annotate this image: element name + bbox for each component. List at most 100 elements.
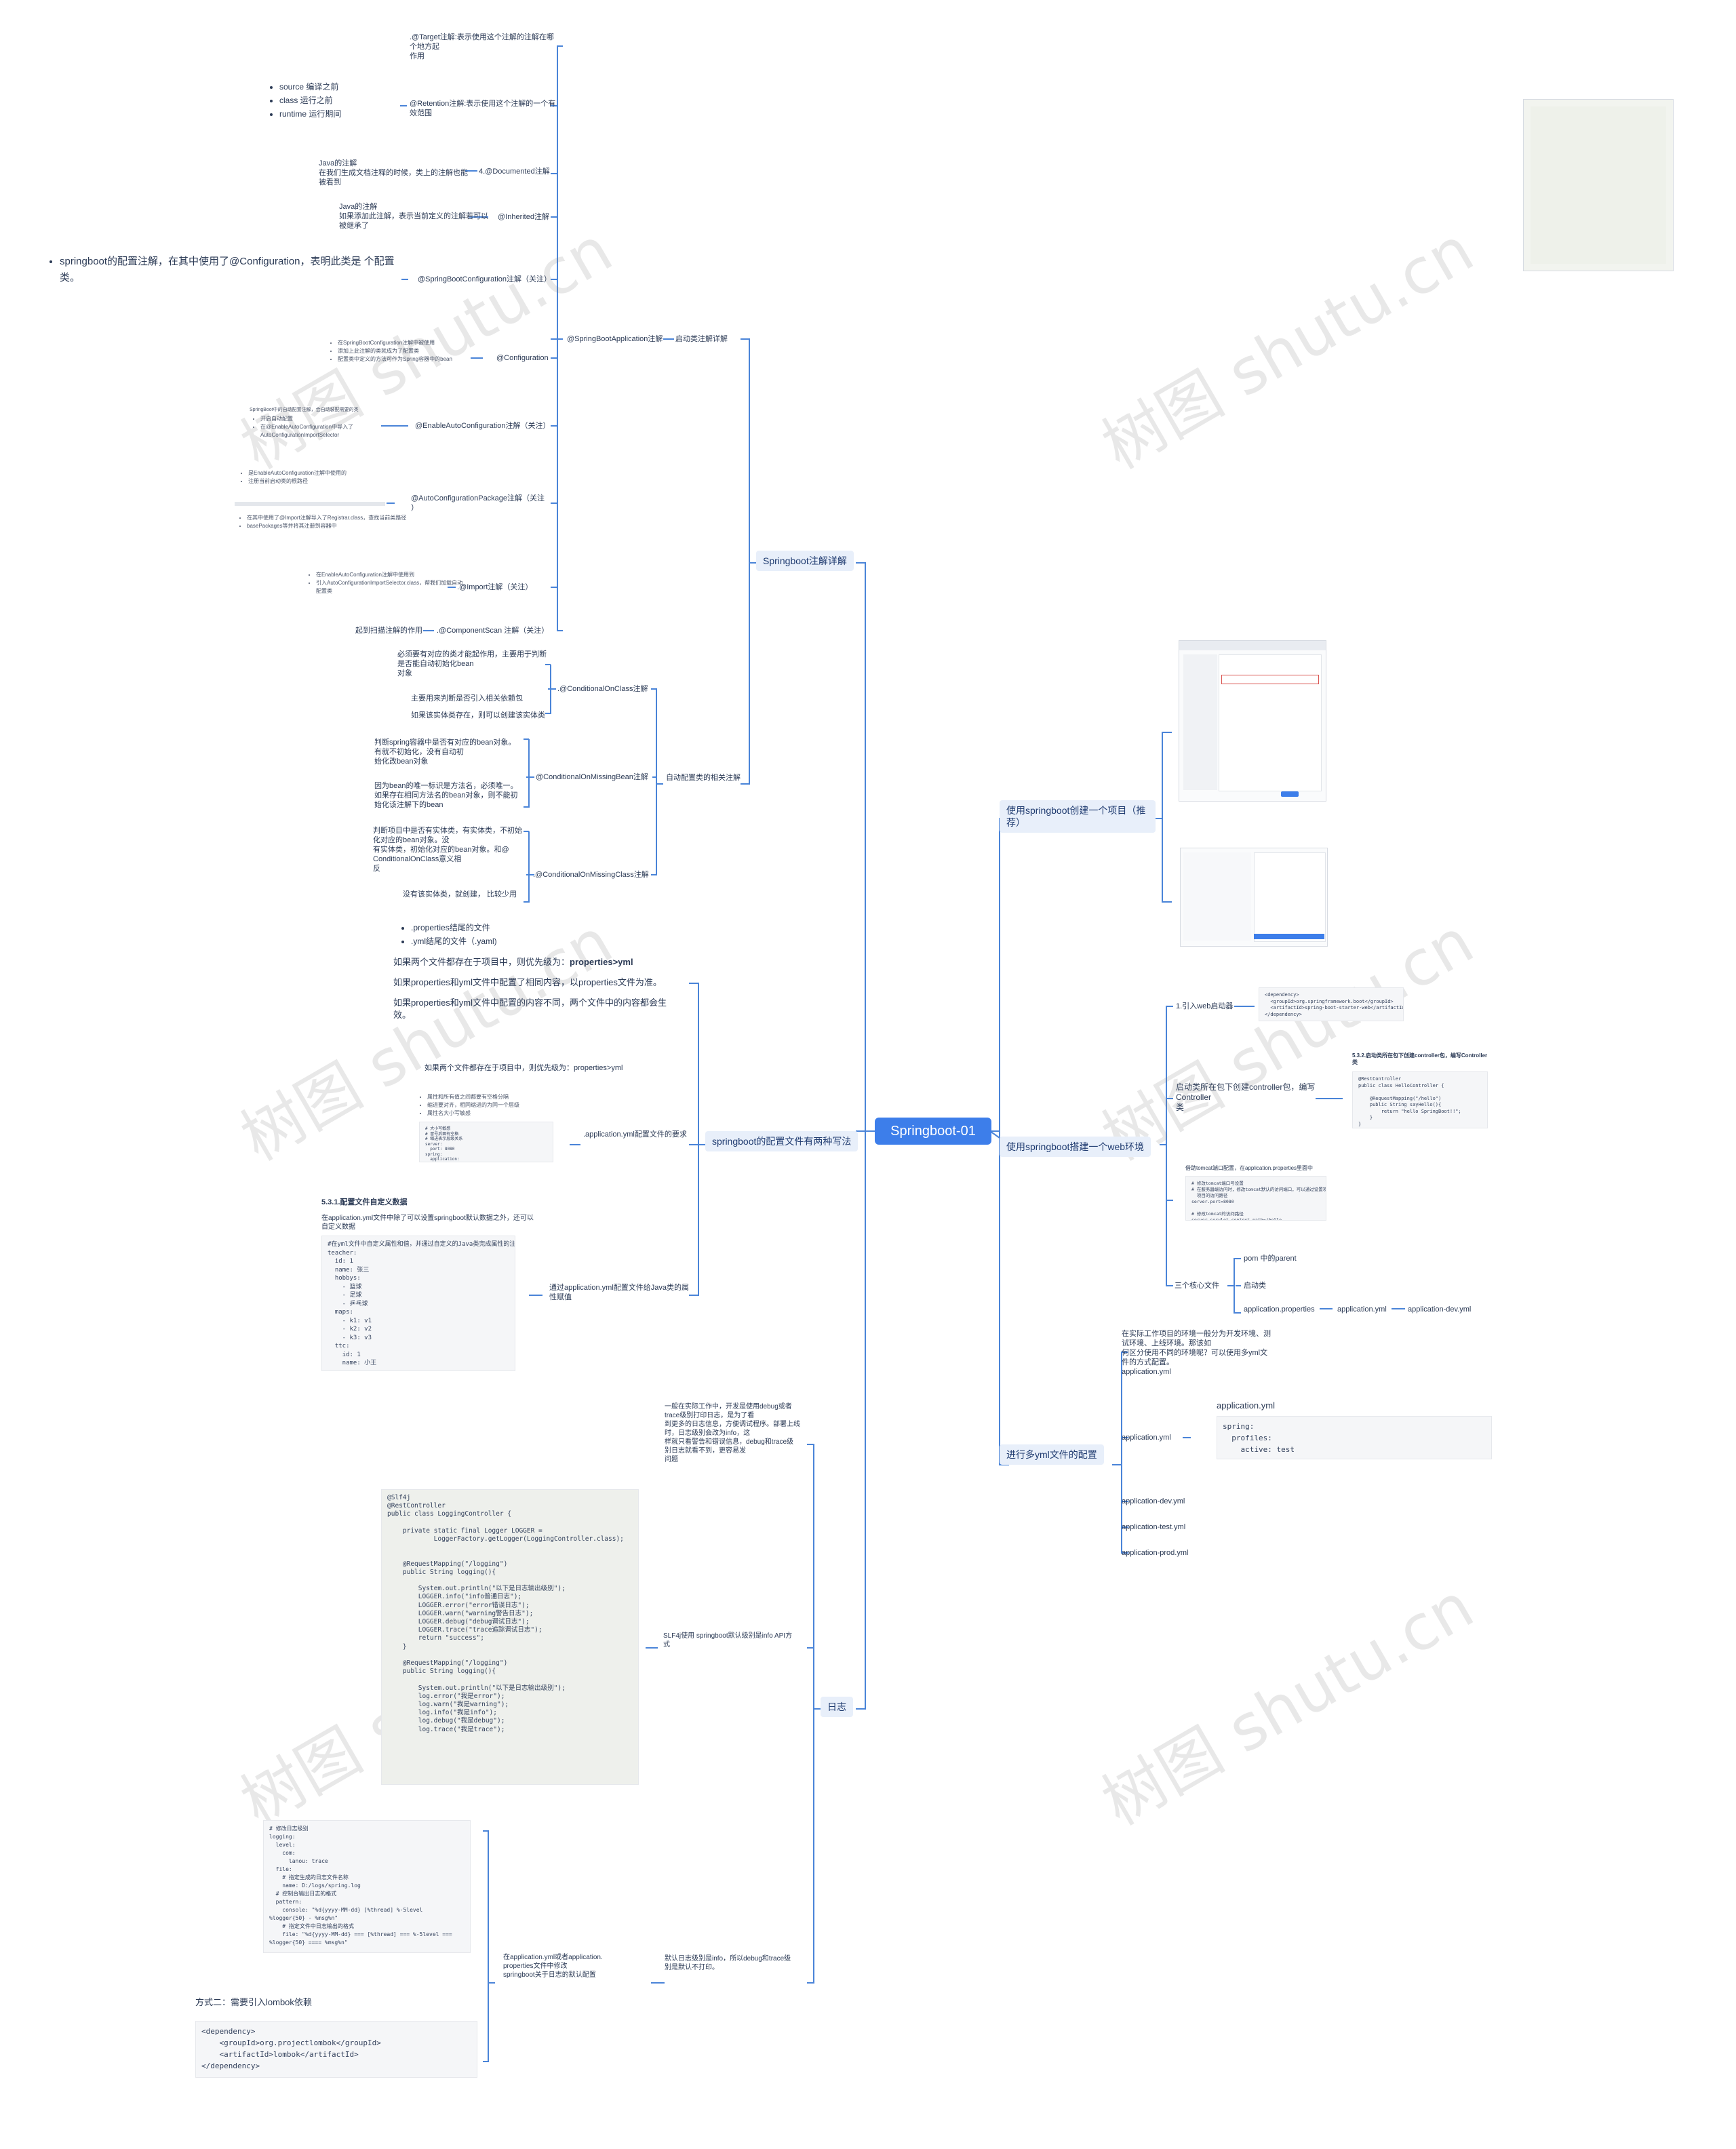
- node-enableautoconfiguration[interactable]: @EnableAutoConfiguration注解（关注）: [415, 422, 551, 430]
- node-inherited[interactable]: @Inherited注解: [498, 213, 549, 221]
- log-yaml-code: # 修改日志级别 logging: level: com: lanou: tra…: [263, 1820, 471, 1953]
- node-java-to-yml[interactable]: 通过application.yml配置文件给Java类的属 性赋值: [549, 1284, 689, 1301]
- coc-desc-3: 如果该实体类存在，则可以创建该实体类: [411, 711, 545, 719]
- node-springbootapplication[interactable]: @SpringBootApplication注解: [567, 335, 663, 343]
- eac-list: 开启自动配置 在@EnableAutoConfiguration中导入了Auto…: [248, 415, 396, 439]
- node-controller[interactable]: 启动类所在包下创建controller包，编写 Controller 类: [1176, 1082, 1316, 1112]
- node-startup-annotations[interactable]: 启动类注解详解: [675, 335, 728, 343]
- list-item: 添加上此注解的类就成为了配置类: [338, 347, 494, 355]
- node-default-level[interactable]: 默认日志级别是info，所以debug和trace级 别是默认不打印。: [665, 1955, 791, 1971]
- custom-data-desc: 在application.yml文件中除了可以设置springboot默认数据之…: [321, 1215, 534, 1231]
- list-item: 属性名大小写敏感: [427, 1109, 570, 1118]
- node-starter-class[interactable]: 启动类: [1244, 1282, 1266, 1290]
- custom-data-code: #在yml文件中自定义属性和值，并通过自定义的Java类完成属性的注入 teac…: [321, 1236, 515, 1371]
- comc-desc-1: 判断项目中是否有实体类，有实体类，不初始 化对应的bean对象。没 有实体类，初…: [373, 827, 522, 873]
- list-item: 在其中使用了@Import注解导入了Registrar.class，查找当前类路…: [247, 514, 430, 522]
- acp-list-bottom: 在其中使用了@Import注解导入了Registrar.class，查找当前类路…: [235, 514, 430, 530]
- node-slf4j[interactable]: SLF4j使用 springboot默认级别是info API方 式: [663, 1632, 793, 1649]
- branch-log[interactable]: 日志: [821, 1697, 853, 1717]
- list-item: 属性和所有值之间都要有空格分隔: [427, 1093, 570, 1101]
- node-import[interactable]: .@Import注解（关注）: [457, 583, 533, 591]
- documented-desc: Java的注解 在我们生成文档注释的时候，类上的注解也能 被看到: [319, 159, 468, 186]
- node-application-yml[interactable]: application.yml: [1122, 1434, 1171, 1442]
- port-desc: 借助tomcat端口配置，在application.properties里面中: [1185, 1165, 1314, 1171]
- list-item: 在@EnableAutoConfiguration中导入了AutoConfigu…: [260, 423, 396, 439]
- node-target[interactable]: .@Target注解:表示使用这个注解的注解在哪 个地方起 作用: [410, 33, 554, 60]
- list-item: 引入AutoConfigurationImportSelector.class，…: [316, 579, 465, 595]
- coc-desc-1: 必须要有对应的类才能起作用，主要用于判断 是否能自动初始化bean 对象: [397, 650, 547, 677]
- node-application-dev-yml[interactable]: application-dev.yml: [1122, 1497, 1185, 1505]
- yml-rules-list: 属性和所有值之间都要有空格分隔 缩进要对齐，相同缩进的为同一个层级 属性名大小写…: [415, 1093, 570, 1118]
- import-list: 在EnableAutoConfiguration注解中使用到 引入AutoCon…: [304, 571, 465, 595]
- sbc-desc-list: springboot的配置注解，在其中使用了@Configuration，表明此…: [47, 254, 412, 286]
- web-dep-code: <dependency> <groupId>org.springframewor…: [1259, 987, 1404, 1021]
- ide-new-project-screenshot: [1179, 640, 1326, 802]
- branch-config-two-ways[interactable]: springboot的配置文件有两种写法: [705, 1131, 859, 1151]
- controller-title: 5.3.2.启动类所在包下创建controller包，编写Controller类: [1352, 1052, 1488, 1065]
- comb-desc-2: 因为bean的唯一标识是方法名，必须唯一。 如果存在相同方法名的bean对象，则…: [374, 782, 518, 809]
- componentscan-desc: 起到扫描注解的作用: [355, 627, 422, 635]
- root-node[interactable]: Springboot-01: [875, 1118, 991, 1145]
- list-item: runtime 运行期间: [279, 107, 341, 121]
- node-springbootconfiguration[interactable]: @SpringBootConfiguration注解（关注）: [418, 275, 552, 283]
- inherited-desc: Java的注解 如果添加此注解，表示当前定义的注解若可以 被继承了: [339, 203, 488, 230]
- list-item: 在SpringBootConfiguration注解中被使用: [338, 339, 494, 347]
- node-configuration[interactable]: @Configuration: [496, 354, 549, 362]
- node-app-properties[interactable]: application.properties: [1244, 1305, 1315, 1314]
- link-root-annotations: [856, 562, 875, 1132]
- node-retention[interactable]: @Retention注解:表示使用这个注解的一个有 效范围: [410, 100, 556, 117]
- link-root-multi: [990, 1130, 1009, 1465]
- list-item: 是EnableAutoConfiguration注解中使用的: [248, 469, 425, 477]
- node-autoconfigurationpackage[interactable]: @AutoConfigurationPackage注解（关注 ）: [411, 494, 545, 512]
- node-componentscan[interactable]: .@ComponentScan 注解（关注）: [437, 627, 549, 635]
- node-application-test-yml[interactable]: application-test.yml: [1122, 1523, 1186, 1531]
- node-application-prod-yml[interactable]: application-prod.yml: [1122, 1549, 1189, 1557]
- controller-code: @RestController public class HelloContro…: [1352, 1071, 1488, 1128]
- list-item: 在EnableAutoConfiguration注解中使用到: [316, 571, 465, 579]
- coc-desc-2: 主要用来判断是否引入相关依赖包: [411, 694, 523, 703]
- node-conditionalonmissingbean[interactable]: @ConditionalOnMissingBean注解: [536, 773, 648, 781]
- branch-multi-yml[interactable]: 进行多yml文件的配置: [1000, 1444, 1104, 1465]
- log-intro: 一般在实际工作中，开发是使用debug或者 trace级别打印日志，是为了看 到…: [665, 1403, 800, 1463]
- branch-create-project[interactable]: 使用springboot创建一个项目（推荐）: [1000, 800, 1156, 833]
- node-conditionalonmissingclass[interactable]: .@ConditionalOnMissingClass注解: [533, 871, 649, 879]
- node-app-yml[interactable]: application.yml: [1337, 1305, 1387, 1314]
- lombok-dependency-code: <dependency> <groupId>org.projectlombok<…: [195, 2021, 477, 2078]
- list-item: 配置类中定义的方法可作为Spring容器中的bean: [338, 355, 494, 363]
- branch-annotations[interactable]: Springboot注解详解: [756, 551, 854, 571]
- custom-data-title: 5.3.1.配置文件自定义数据: [321, 1198, 408, 1206]
- branch-web-env[interactable]: 使用springboot搭建一个web环境: [1000, 1137, 1151, 1157]
- yml-code-block: # 大小写敏感 # 冒号后面有空格 # 缩进表示层级关系 server: por…: [419, 1122, 553, 1162]
- application-yml-code: spring: profiles: active: test: [1217, 1416, 1492, 1459]
- config-yml-note: 如果两个文件都存在于项目中，则优先级为：properties>yml: [425, 1064, 623, 1072]
- ide-project-tree-screenshot: [1180, 848, 1328, 947]
- list-item: springboot的配置注解，在其中使用了@Configuration，表明此…: [60, 254, 412, 286]
- configuration-list: 在SpringBootConfiguration注解中被使用 添加上此注解的类就…: [326, 339, 494, 363]
- node-documented[interactable]: 4.@Documented注解: [479, 167, 550, 176]
- list-item: 注册当前启动类的根路径: [248, 477, 425, 486]
- comb-desc-1: 判断spring容器中是否有对应的bean对象。 有就不初始化，没有自动初 始化…: [374, 738, 516, 766]
- list-item: class 运行之前: [279, 94, 341, 107]
- list-item: .yml结尾的文件（.yaml): [411, 934, 497, 948]
- link-root-create: [990, 818, 1009, 1132]
- node-autoconf-related[interactable]: 自动配置类的相关注解: [666, 774, 741, 782]
- acp-code-strip: [235, 502, 385, 506]
- node-log-config[interactable]: 在application.yml或者application. propertie…: [503, 1954, 603, 1979]
- log-way2: 方式二：需要引入lombok依赖: [195, 1997, 312, 2007]
- node-yml-requirements[interactable]: .application.yml配置文件的要求: [583, 1130, 687, 1139]
- code-thumbnail-screenshot: [1523, 99, 1674, 271]
- node-web-starter[interactable]: 1.引入web启动器: [1176, 1002, 1234, 1010]
- application-yml-title: application.yml: [1217, 1400, 1275, 1411]
- node-app-dev-yml[interactable]: application-dev.yml: [1408, 1305, 1472, 1314]
- list-item: .properties结尾的文件: [411, 921, 497, 934]
- node-conditionalonclass[interactable]: .@ConditionalOnClass注解: [557, 685, 648, 693]
- list-item: source 编译之前: [279, 80, 341, 94]
- config-priority-bold: properties>yml: [570, 957, 633, 967]
- node-core-files[interactable]: 三个核心文件: [1175, 1282, 1219, 1290]
- multi-yml-desc: 在实际工作项目的环境一般分为开发环境、测 试环境、上线环境。那该如 何区分使用不…: [1122, 1330, 1271, 1376]
- node-pom-parent[interactable]: pom 中的parent: [1244, 1255, 1297, 1263]
- config-same-content: 如果properties和yml文件中配置了相同内容，以properties文件…: [393, 977, 662, 987]
- eac-desc: SpringBoot中的自动配置注解，会自动装配需要的类: [250, 408, 359, 412]
